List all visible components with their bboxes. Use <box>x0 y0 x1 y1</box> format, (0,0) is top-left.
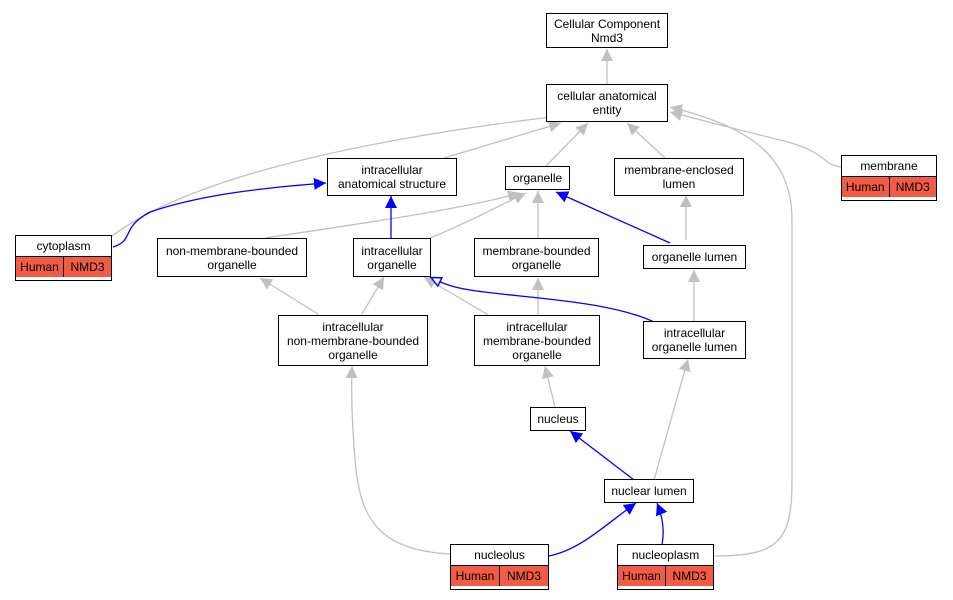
node-label: nucleoplasm <box>631 548 700 562</box>
edge-ol-organelle <box>555 191 671 244</box>
edge-imbo-io <box>423 276 491 317</box>
edge-nucleus-imbo <box>542 365 556 408</box>
edge-nmbo-organelle <box>264 190 521 239</box>
node-label: membrane <box>860 159 918 173</box>
node-nucleus[interactable]: nucleus <box>530 407 586 431</box>
node-cellular-component-root[interactable]: Cellular Component Nmd3 <box>546 13 668 48</box>
node-nucleolus[interactable]: nucleolus Human NMD3 <box>450 544 549 590</box>
node-membrane-bounded-organelle[interactable]: membrane-bounded organelle <box>474 238 599 277</box>
edge-inmbo-io <box>361 276 385 315</box>
node-membrane[interactable]: membrane Human NMD3 <box>841 155 937 201</box>
edge-organelle-cae <box>545 122 589 167</box>
edge-ias-cae <box>443 120 562 159</box>
edge-nl-nucleus <box>569 430 635 481</box>
edge-inmbo-nmbo <box>259 277 319 315</box>
edge-nucleoplasm-nl <box>656 502 668 545</box>
node-organelle[interactable]: organelle <box>505 166 570 190</box>
species-tag: Human <box>451 566 499 586</box>
edge-mel-cae <box>626 122 666 159</box>
node-non-membrane-bounded-organelle[interactable]: non-membrane-bounded organelle <box>157 238 307 277</box>
gene-tag: NMD3 <box>499 566 548 586</box>
edge-io-organelle <box>429 192 527 239</box>
edge-cytoplasm-ias <box>112 177 327 248</box>
node-intracellular-organelle[interactable]: intracellular organelle <box>353 238 431 277</box>
edge-iol-io <box>430 276 657 324</box>
node-membrane-enclosed-lumen[interactable]: membrane-enclosed lumen <box>614 158 744 196</box>
node-intracellular-non-membrane-bounded-organelle[interactable]: intracellular non-membrane-bounded organ… <box>278 315 428 366</box>
species-tag: Human <box>842 177 889 197</box>
node-intracellular-anatomical-structure[interactable]: intracellular anatomical structure <box>327 158 457 196</box>
species-tag: Human <box>16 257 63 277</box>
gene-tag: NMD3 <box>888 177 936 197</box>
species-tag: Human <box>618 566 665 586</box>
node-intracellular-membrane-bounded-organelle[interactable]: intracellular membrane-bounded organelle <box>474 315 600 366</box>
edge-nl-iol <box>653 358 691 481</box>
node-organelle-lumen[interactable]: organelle lumen <box>643 245 746 269</box>
edge-nucleolus-inmbo <box>345 365 451 555</box>
node-cytoplasm[interactable]: cytoplasm Human NMD3 <box>15 235 112 281</box>
gene-tag: NMD3 <box>63 257 111 277</box>
node-nucleoplasm[interactable]: nucleoplasm Human NMD3 <box>617 544 714 590</box>
node-cellular-anatomical-entity[interactable]: cellular anatomical entity <box>546 84 668 122</box>
node-label: cytoplasm <box>36 239 91 253</box>
edge-nucleoplasm-cae <box>669 104 793 557</box>
node-intracellular-organelle-lumen[interactable]: intracellular organelle lumen <box>643 321 746 359</box>
edge-nucleolus-nl <box>548 502 637 557</box>
node-nuclear-lumen[interactable]: nuclear lumen <box>604 479 694 503</box>
node-label: nucleolus <box>474 548 525 562</box>
gene-tag: NMD3 <box>665 566 713 586</box>
edge-membrane-cae <box>669 109 843 168</box>
